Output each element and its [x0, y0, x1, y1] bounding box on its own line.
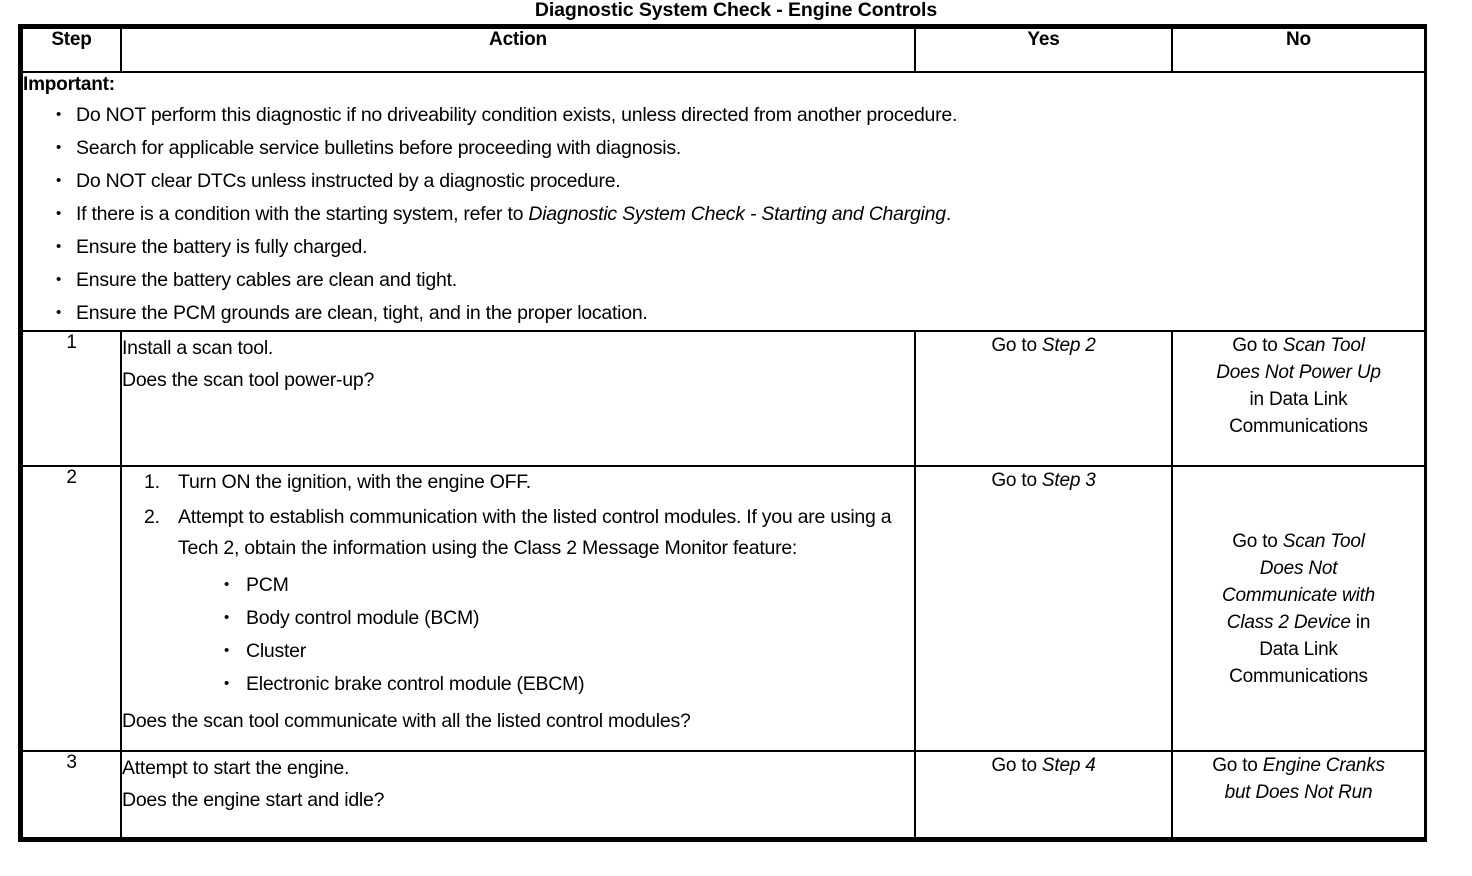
goto-line: Does Not	[1173, 555, 1424, 582]
table-row-step-1: 1 Install a scan tool. Does the scan too…	[21, 330, 1426, 467]
important-bullet: Search for applicable service bulletins …	[54, 131, 1424, 165]
goto-target: Step 4	[1041, 755, 1096, 776]
step-yes-cell: Go to Step 2	[914, 330, 1173, 467]
action-line: Does the scan tool power-up?	[122, 369, 375, 391]
goto-reference: Go to Step 4	[991, 755, 1095, 776]
bullet-text: Ensure the PCM grounds are clean, tight,…	[76, 302, 648, 324]
action-line: Attempt to start the engine.	[122, 757, 350, 779]
column-header-step: Step	[21, 27, 122, 73]
action-sub-bullet: Electronic brake control module (EBCM)	[222, 667, 914, 701]
goto-target: Step 3	[1041, 470, 1096, 491]
goto-line: Does Not Power Up	[1173, 359, 1424, 386]
important-bullet: If there is a condition with the startin…	[54, 197, 1424, 231]
important-label: Important:	[23, 74, 115, 95]
step-action-cell: Attempt to start the engine. Does the en…	[120, 750, 916, 839]
bullet-text-tail: .	[945, 203, 951, 225]
bullet-text: Do NOT clear DTCs unless instructed by a…	[76, 170, 621, 192]
important-bullet: Ensure the battery is fully charged.	[54, 230, 1424, 264]
action-sub-bullet: PCM	[222, 568, 914, 602]
goto-line: Go to Scan Tool	[1173, 332, 1424, 359]
bullet-text: Search for applicable service bulletins …	[76, 137, 682, 159]
step-number: 2	[21, 465, 122, 752]
goto-reference: Go to Step 3	[991, 470, 1095, 491]
action-sub-bullet-list: PCM Body control module (BCM) Cluster El…	[178, 568, 914, 701]
goto-target: Step 2	[1041, 335, 1096, 356]
goto-target: Scan Tool	[1282, 335, 1365, 356]
step-yes-cell: Go to Step 3	[914, 465, 1173, 752]
goto-target: but Does Not Run	[1224, 782, 1373, 803]
diagnostic-table-wrapper: Step Action Yes No Important: Do NOT per…	[18, 24, 1427, 842]
bullet-text: If there is a condition with the startin…	[76, 203, 529, 225]
step-action-cell: Install a scan tool. Does the scan tool …	[120, 330, 916, 467]
action-text: Turn ON the ignition, with the engine OF…	[178, 471, 531, 493]
goto-prefix: Go to	[991, 335, 1042, 356]
goto-line: Communications	[1229, 416, 1368, 437]
action-line: Does the engine start and idle?	[122, 789, 385, 811]
goto-line: in Data Link	[1249, 389, 1348, 410]
goto-prefix: Go to	[991, 755, 1042, 776]
goto-target: Communicate with	[1221, 584, 1376, 606]
action-ordered-list: Turn ON the ignition, with the engine OF…	[122, 467, 914, 701]
bullet-text: Do NOT perform this diagnostic if no dri…	[76, 104, 958, 126]
goto-prefix: Go to	[1232, 335, 1283, 356]
page-title: Diagnostic System Check - Engine Control…	[534, 0, 938, 21]
goto-target: Class 2 Device	[1226, 611, 1351, 633]
important-bullet: Ensure the PCM grounds are clean, tight,…	[54, 296, 1424, 330]
action-line: Install a scan tool.	[122, 337, 274, 359]
diagnostic-table: Step Action Yes No Important: Do NOT per…	[21, 27, 1426, 839]
action-question: Does the scan tool communicate with all …	[122, 710, 691, 732]
action-ordered-item: Turn ON the ignition, with the engine OF…	[144, 467, 914, 498]
bullet-text: Ensure the battery is fully charged.	[76, 236, 368, 258]
goto-line: Communicate with	[1173, 582, 1424, 609]
action-ordered-item: Attempt to establish communication with …	[144, 502, 914, 701]
goto-suffix: in	[1350, 611, 1371, 633]
table-row-step-3: 3 Attempt to start the engine. Does the …	[21, 750, 1426, 839]
column-header-action: Action	[120, 27, 916, 73]
step-number: 1	[21, 330, 122, 467]
important-bullet: Do NOT clear DTCs unless instructed by a…	[54, 164, 1424, 198]
goto-line: Class 2 Device in	[1173, 609, 1424, 636]
goto-prefix: Go to	[991, 470, 1042, 491]
goto-target: Scan Tool	[1282, 530, 1365, 552]
goto-line: Go to Engine Cranks	[1173, 752, 1424, 779]
important-bullet: Ensure the battery cables are clean and …	[54, 263, 1424, 297]
goto-line: Communications	[1229, 665, 1368, 687]
step-yes-cell: Go to Step 4	[914, 750, 1173, 839]
step-action-cell: Turn ON the ignition, with the engine OF…	[120, 465, 916, 752]
important-bullet-list: Do NOT perform this diagnostic if no dri…	[23, 98, 1424, 330]
step-no-cell: Go to Engine Cranks but Does Not Run	[1171, 750, 1426, 839]
goto-line: Data Link	[1259, 638, 1338, 660]
goto-target: Does Not	[1259, 557, 1338, 579]
bullet-reference: Diagnostic System Check - Starting and C…	[528, 203, 946, 225]
goto-line: Go to Scan Tool	[1173, 528, 1424, 555]
column-header-yes: Yes	[914, 27, 1173, 73]
column-header-no: No	[1171, 27, 1426, 73]
goto-prefix: Go to	[1232, 530, 1283, 552]
action-text: Attempt to establish communication with …	[178, 506, 892, 559]
important-bullet: Do NOT perform this diagnostic if no dri…	[54, 98, 1424, 132]
action-sub-bullet: Cluster	[222, 634, 914, 668]
bullet-text: Ensure the battery cables are clean and …	[76, 269, 457, 291]
goto-line: but Does Not Run	[1173, 779, 1424, 806]
goto-target: Does Not Power Up	[1216, 362, 1381, 383]
goto-prefix: Go to	[1212, 755, 1263, 776]
goto-reference: Go to Step 2	[991, 335, 1095, 356]
table-row-step-2: 2 Turn ON the ignition, with the engine …	[21, 465, 1426, 752]
step-number: 3	[21, 750, 122, 839]
important-cell: Important: Do NOT perform this diagnosti…	[21, 71, 1426, 332]
important-row: Important: Do NOT perform this diagnosti…	[21, 71, 1426, 332]
action-sub-bullet: Body control module (BCM)	[222, 601, 914, 635]
step-no-cell: Go to Scan Tool Does Not Communicate wit…	[1171, 465, 1426, 752]
goto-target: Engine Cranks	[1262, 755, 1385, 776]
step-no-cell: Go to Scan Tool Does Not Power Up in Dat…	[1171, 330, 1426, 467]
table-header-row: Step Action Yes No	[21, 27, 1426, 73]
